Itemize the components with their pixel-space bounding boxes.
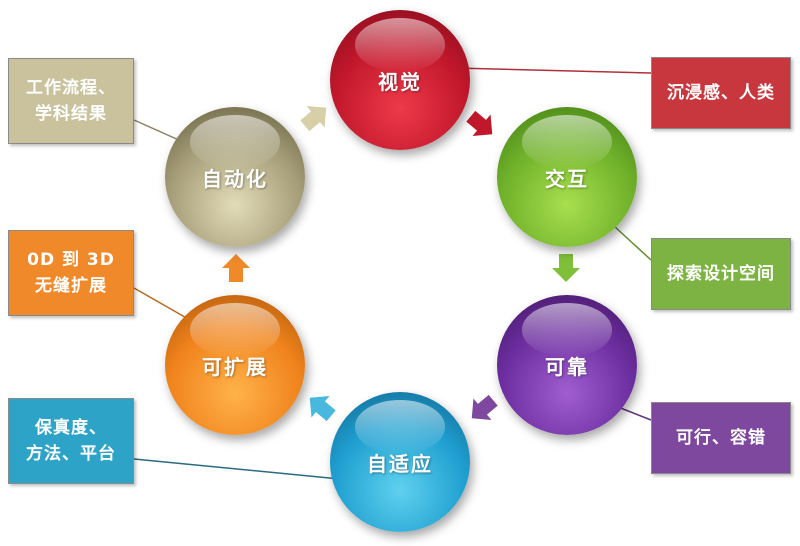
- arrow-scalable-to-auto: [222, 254, 250, 282]
- box-reliable-line-1: 可行、容错: [676, 428, 766, 448]
- node-automation-label: 自动化: [202, 166, 268, 191]
- node-reliable: 可靠: [497, 295, 637, 435]
- node-reliable-label: 可靠: [545, 354, 589, 379]
- box-reliable-description: 可行、容错: [651, 402, 791, 474]
- node-interaction-label: 交互: [545, 166, 589, 191]
- connector-line-reliable: [617, 406, 652, 421]
- box-vision-description: 沉浸感、人类: [651, 57, 791, 129]
- connector-line-adaptive: [133, 458, 351, 481]
- node-vision: 视觉: [330, 10, 470, 150]
- connector-line-scalable: [133, 287, 191, 321]
- node-adaptive: 自适应: [330, 392, 470, 532]
- box-adaptive-line-2: 方法、平台: [26, 444, 116, 464]
- connector-line-vision: [454, 67, 652, 74]
- connector-line-interact: [613, 225, 652, 261]
- node-automation: 自动化: [165, 107, 305, 247]
- box-automation-line-1: 工作流程、: [26, 78, 116, 98]
- box-adaptive-line-1: 保真度、: [35, 418, 107, 438]
- arrow-vision-to-interact: [466, 110, 493, 137]
- box-vision-line-1: 沉浸感、人类: [667, 83, 775, 103]
- arrow-reliable-to-adaptive: [471, 394, 498, 421]
- box-scalable-line-1: 0D 到 3D: [27, 250, 115, 270]
- box-interaction-description: 探索设计空间: [651, 238, 791, 310]
- node-interaction: 交互: [497, 107, 637, 247]
- node-vision-label: 视觉: [378, 69, 422, 94]
- node-adaptive-label: 自适应: [367, 451, 433, 476]
- arrow-adaptive-to-scalable: [309, 395, 336, 422]
- box-interaction-line-1: 探索设计空间: [667, 264, 775, 284]
- node-scalable: 可扩展: [165, 295, 305, 435]
- box-automation-line-2: 学科结果: [35, 104, 107, 124]
- box-adaptive-description: 保真度、 方法、平台: [8, 398, 134, 484]
- box-automation-description: 工作流程、 学科结果: [8, 58, 134, 144]
- arrow-auto-to-vision: [300, 105, 327, 132]
- node-scalable-label: 可扩展: [202, 354, 268, 379]
- arrow-interact-to-reliable: [552, 254, 580, 282]
- box-scalable-description: 0D 到 3D 无缝扩展: [8, 230, 134, 316]
- box-scalable-line-2: 无缝扩展: [35, 276, 107, 296]
